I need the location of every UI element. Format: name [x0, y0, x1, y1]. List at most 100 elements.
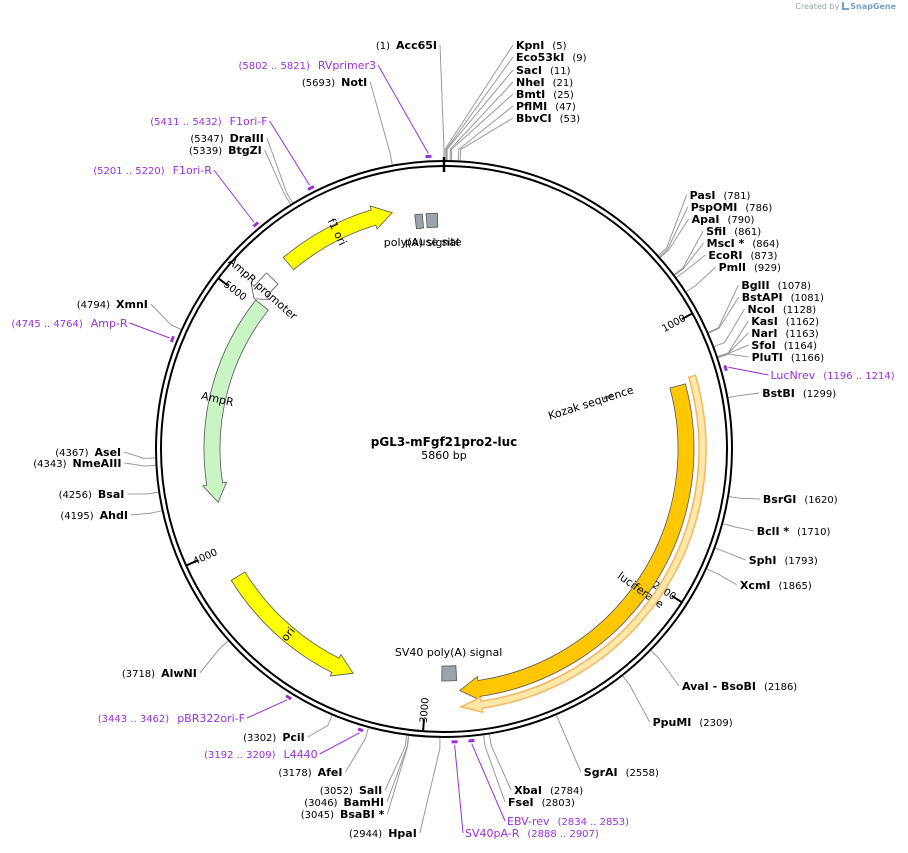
site-bmti: BmtI(25): [516, 88, 574, 101]
tick-mark-1000: [681, 312, 693, 321]
site-name: PciI: [282, 731, 304, 744]
leader-bstbi: [728, 392, 760, 399]
primer-rvprimer3: RVprimer3(5802 .. 5821): [238, 59, 376, 72]
primer-mark-l4440: [357, 727, 364, 733]
site-eco53ki: Eco53kI(9): [516, 51, 587, 64]
primer-name: F1ori-F: [230, 115, 268, 128]
site-name: EcoRI: [708, 249, 742, 262]
site-apai: ApaI(790): [692, 213, 755, 226]
site-position: (861): [734, 227, 761, 238]
site-bamhi: BamHI(3046): [304, 796, 384, 809]
site-avaibsobi: AvaI - BsoBI(2186): [682, 680, 797, 693]
site-position: (1166): [791, 353, 824, 364]
site-position: (1164): [784, 341, 817, 352]
site-name: AhdI: [100, 509, 128, 522]
feature-ori: [230, 571, 354, 677]
site-name: AfeI: [318, 766, 343, 779]
site-nmeaiii: NmeAIII(4343): [33, 457, 121, 470]
leader-xbai: [488, 734, 512, 791]
site-bsai: BsaI (4256): [59, 488, 125, 501]
primer-leader-pbr322ori-f: [246, 699, 288, 719]
primer-leader-lucnrev: [728, 366, 769, 376]
leader-sali: [384, 735, 408, 791]
site-position: (47): [555, 102, 576, 113]
primer-range: (1196 .. 1214): [823, 371, 895, 382]
primer-mark-ebv-rev: [468, 738, 475, 743]
site-name: DraIII: [230, 132, 264, 145]
primer-range: (5411 .. 5432): [150, 117, 222, 128]
site-name: PasI: [690, 189, 716, 202]
feature-label-sv40-polya-signal: SV40 poly(A) signal: [395, 646, 502, 659]
leader-bmti: [450, 93, 514, 161]
site-name: Acc65I: [396, 39, 437, 52]
site-sfii: SfiI (861): [706, 225, 761, 238]
site-position: (864): [752, 239, 779, 250]
site-position: (3052): [320, 786, 353, 797]
leader-ecori: [676, 254, 706, 278]
primer-name: SV40pA-R: [465, 827, 520, 840]
site-name: SfiI: [706, 225, 726, 238]
site-position: (9): [572, 53, 586, 64]
site-name: BstBI: [762, 387, 795, 400]
plasmid-name: pGL3-mFgf21pro2-luc: [371, 435, 517, 449]
site-name: BsaI: [98, 488, 124, 501]
leader-bsrgi: [728, 496, 760, 500]
primer-sv40pa-r: SV40pA-R (2888 .. 2907): [465, 827, 599, 840]
site-position: (1081): [791, 293, 824, 304]
site-position: (21): [553, 78, 574, 89]
site-ppumi: PpuMI(2309): [653, 716, 733, 729]
site-position: (781): [724, 191, 751, 202]
primer-pbr322ori-f: pBR322ori-F(3443 .. 3462): [98, 712, 245, 725]
site-name: SacI: [516, 64, 542, 77]
leader-bamhi: [386, 735, 409, 803]
site-name: SalI: [359, 784, 382, 797]
position-ticks-layer: 10002000300040005000: [185, 277, 693, 732]
site-position: (790): [727, 215, 754, 226]
primer-mark-pbr322ori-f: [285, 694, 292, 701]
site-bstapi: BstAPI(1081): [742, 291, 824, 304]
site-name: KasI: [751, 315, 778, 328]
site-name: XcmI: [740, 579, 771, 592]
site-name: NotI: [341, 76, 367, 89]
site-position: (3045): [301, 810, 334, 821]
feature-ampr: [201, 299, 269, 503]
leader-ncoi: [714, 308, 745, 348]
feature-sv40-polya-signal: [441, 665, 458, 682]
tick-label-4000: 4000: [192, 547, 220, 568]
leader-pasi: [658, 194, 688, 256]
credit-prefix: Created by: [795, 2, 840, 11]
leader-bglii: [708, 284, 739, 333]
site-position: (4343): [33, 459, 66, 470]
site-asei: AseI(4367): [55, 446, 121, 459]
site-name: NarI: [751, 327, 777, 340]
site-kasi: KasI(1162): [751, 315, 819, 328]
site-ahdi: AhdI(4195): [60, 509, 128, 522]
site-bsrgi: BsrGI(1620): [763, 493, 838, 506]
primer-leader-f1ori-f: [269, 120, 311, 186]
tick-label-1000: 1000: [660, 313, 688, 335]
primer-range: (2888 .. 2907): [527, 829, 599, 840]
site-position: (4256): [59, 490, 92, 501]
site-name: BtgZI: [228, 144, 262, 157]
leader-xcmi: [706, 568, 738, 586]
backbone-layer: [155, 157, 733, 738]
site-pflmi: PflMI(47): [516, 100, 576, 113]
tick-mark-3000: [422, 719, 425, 732]
site-name: FseI: [508, 796, 534, 809]
primer-range: (3192 .. 3209): [204, 750, 276, 761]
primer-name: EBV-rev: [507, 815, 550, 828]
primer-leader-ebv-rev: [471, 743, 506, 822]
site-afei: AfeI(3178): [278, 766, 342, 779]
site-sphi: SphI(1793): [749, 554, 818, 567]
site-xcmi: XcmI(1865): [740, 579, 812, 592]
site-position: (2944): [349, 829, 382, 840]
site-position: (2186): [764, 682, 797, 693]
tick-label-5000: 5000: [221, 279, 248, 303]
site-xmni: XmnI(4794): [77, 298, 148, 311]
leader-alwni: [199, 640, 229, 674]
site-noti: NotI(5693): [302, 76, 367, 89]
primer-lucnrev: LucNrev(1196 .. 1214): [770, 369, 894, 382]
primer-name: pBR322ori-F: [177, 712, 245, 725]
site-acc65i: Acc65I(1): [376, 39, 437, 52]
